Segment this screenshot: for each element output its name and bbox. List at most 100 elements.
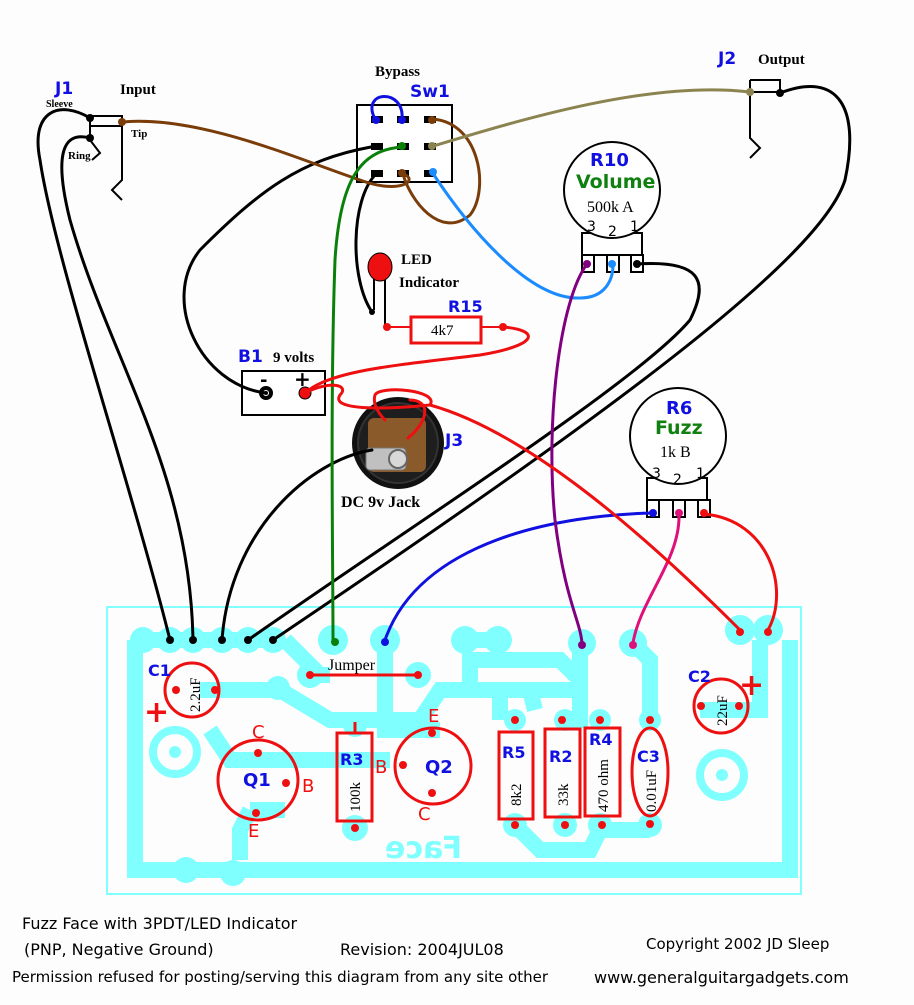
battery-positive-mark: + — [294, 367, 311, 391]
r10-name: Volume — [576, 171, 655, 193]
capacitor-c2: C2 22uF + — [688, 667, 764, 735]
r2-value: 33k — [556, 783, 572, 806]
q2-emitter-label: E — [428, 706, 439, 727]
r10-pin-3: 3 — [587, 219, 596, 235]
c1-value: 2.2uF — [188, 677, 204, 712]
pcb: Face Jumper C1 2.2uF + Q1 C B E — [106, 606, 802, 895]
wire-j3-to-pcb[interactable] — [220, 448, 374, 642]
volume-pot-r10[interactable]: R10 Volume 500k A 3 2 1 — [563, 141, 661, 273]
r3-value: 100k — [348, 782, 364, 813]
q1-collector-label: C — [252, 722, 265, 743]
q1-designator: Q1 — [243, 770, 271, 791]
resistor-r4: R4 470 ohm — [583, 716, 622, 829]
transistor-q1: Q1 C B E — [216, 722, 314, 842]
battery-b1: - + B1 9 volts — [238, 347, 326, 416]
r15-designator: R15 — [448, 297, 483, 316]
b1-designator: B1 — [238, 347, 263, 367]
diagram-subtitle: (PNP, Negative Ground) — [24, 940, 214, 959]
wire-r10-pin3-to-pcb[interactable] — [550, 262, 589, 645]
r10-pin-1: 1 — [630, 219, 639, 235]
q2-collector-label: C — [418, 804, 431, 825]
battery-negative-mark: - — [260, 370, 267, 391]
j2-designator: J2 — [717, 49, 736, 69]
r6-pin-1: 1 — [696, 466, 705, 482]
sw1-label: Bypass — [375, 64, 420, 80]
j1-designator: J1 — [54, 79, 73, 99]
wire-j2-sleeve-to-pcb[interactable] — [271, 85, 852, 642]
dc-jack-j3: J3 DC 9v Jack — [341, 397, 463, 511]
r6-pin-3: 3 — [652, 466, 661, 482]
r3-designator: R3 — [340, 750, 363, 769]
output-jack-j2: J2 Output — [717, 49, 805, 159]
wire-sw1-jumper-blue[interactable] — [370, 95, 404, 121]
mounting-hole — [149, 726, 201, 778]
jumper-label: Jumper — [328, 657, 376, 674]
r15-value: 4k7 — [431, 323, 454, 339]
j1-label: Input — [120, 82, 156, 98]
j3-label: DC 9v Jack — [341, 494, 420, 511]
led-label-line1: LED — [401, 252, 432, 268]
j1-sleeve-label: Sleeve — [46, 99, 73, 110]
c1-designator: C1 — [148, 661, 171, 680]
j3-designator: J3 — [444, 431, 463, 451]
r4-designator: R4 — [589, 730, 612, 749]
resistor-r3: R3 100k — [335, 722, 374, 832]
fuzz-pot-r6[interactable]: R6 Fuzz 1k B 3 2 1 — [629, 387, 727, 518]
c1-polarity-mark: + — [144, 695, 169, 730]
led-indicator: LED Indicator — [367, 252, 459, 325]
q1-emitter-label: E — [248, 821, 259, 842]
r10-value: 500k A — [587, 199, 634, 216]
c3-value: 0.01uF — [644, 770, 660, 812]
wire-r6-pin1-to-pcb[interactable] — [702, 512, 778, 632]
diagram-title: Fuzz Face with 3PDT/LED Indicator — [22, 914, 298, 933]
wire-j1-ring-to-pcb[interactable] — [60, 135, 195, 642]
wire-sw1-brown-loop[interactable] — [401, 117, 482, 225]
b1-label: 9 volts — [273, 350, 314, 366]
wire-r6-pin3-to-pcb[interactable] — [383, 511, 655, 642]
pcb-mirrored-text: Face — [385, 831, 462, 866]
wire-r6-pin2-to-pcb[interactable] — [631, 513, 681, 645]
wire-j1-sleeve-to-pcb[interactable] — [36, 108, 172, 642]
r2-designator: R2 — [549, 747, 572, 766]
revision: Revision: 2004JUL08 — [340, 940, 504, 959]
c2-polarity-mark: + — [739, 668, 764, 703]
wires — [36, 85, 852, 645]
wire-j3-to-pcb-red[interactable] — [428, 403, 742, 632]
mounting-hole — [696, 749, 748, 801]
jumper: Jumper — [306, 657, 422, 679]
q2-base-label: B — [375, 757, 387, 778]
q2-designator: Q2 — [425, 757, 453, 778]
led-label-line2: Indicator — [399, 275, 459, 291]
r6-designator: R6 — [666, 398, 692, 419]
resistor-r2: R2 33k — [543, 716, 582, 829]
wire-r15-to-battery-pos[interactable] — [303, 325, 530, 395]
c2-designator: C2 — [688, 667, 711, 686]
r5-designator: R5 — [502, 743, 525, 762]
wire-sw1-to-r10-light-blue[interactable] — [430, 170, 615, 300]
c3-designator: C3 — [637, 747, 660, 766]
r10-pin-2: 2 — [608, 224, 617, 240]
pcb-outline — [106, 606, 802, 895]
j1-tip-label: Tip — [131, 128, 147, 140]
sw1-designator: Sw1 — [410, 82, 450, 102]
wire-sw1-to-led[interactable] — [354, 172, 378, 314]
copyright: Copyright 2002 JD Sleep — [646, 935, 830, 953]
permission-notice: Permission refused for posting/serving t… — [12, 968, 549, 986]
j2-label: Output — [758, 52, 805, 68]
wire-sw1-to-pcb-green[interactable] — [330, 145, 404, 642]
wire-j3-to-j3-lug[interactable] — [406, 398, 427, 440]
r6-pin-2: 2 — [673, 472, 682, 488]
q1-base-label: B — [302, 776, 314, 797]
r6-value: 1k B — [660, 444, 691, 461]
wire-sw1-to-j2-tip[interactable] — [428, 88, 752, 149]
wire-sw1-to-battery-neg[interactable] — [182, 145, 373, 395]
c2-value: 22uF — [715, 695, 731, 726]
r4-value: 470 ohm — [596, 759, 612, 812]
capacitor-c3: C3 0.01uF — [630, 716, 670, 828]
r6-name: Fuzz — [655, 417, 703, 439]
resistor-r5: R5 8k2 — [497, 716, 535, 829]
website-link[interactable]: www.generalguitargadgets.com — [594, 968, 849, 987]
wire-r10-pin1-to-pcb[interactable] — [246, 261, 701, 642]
